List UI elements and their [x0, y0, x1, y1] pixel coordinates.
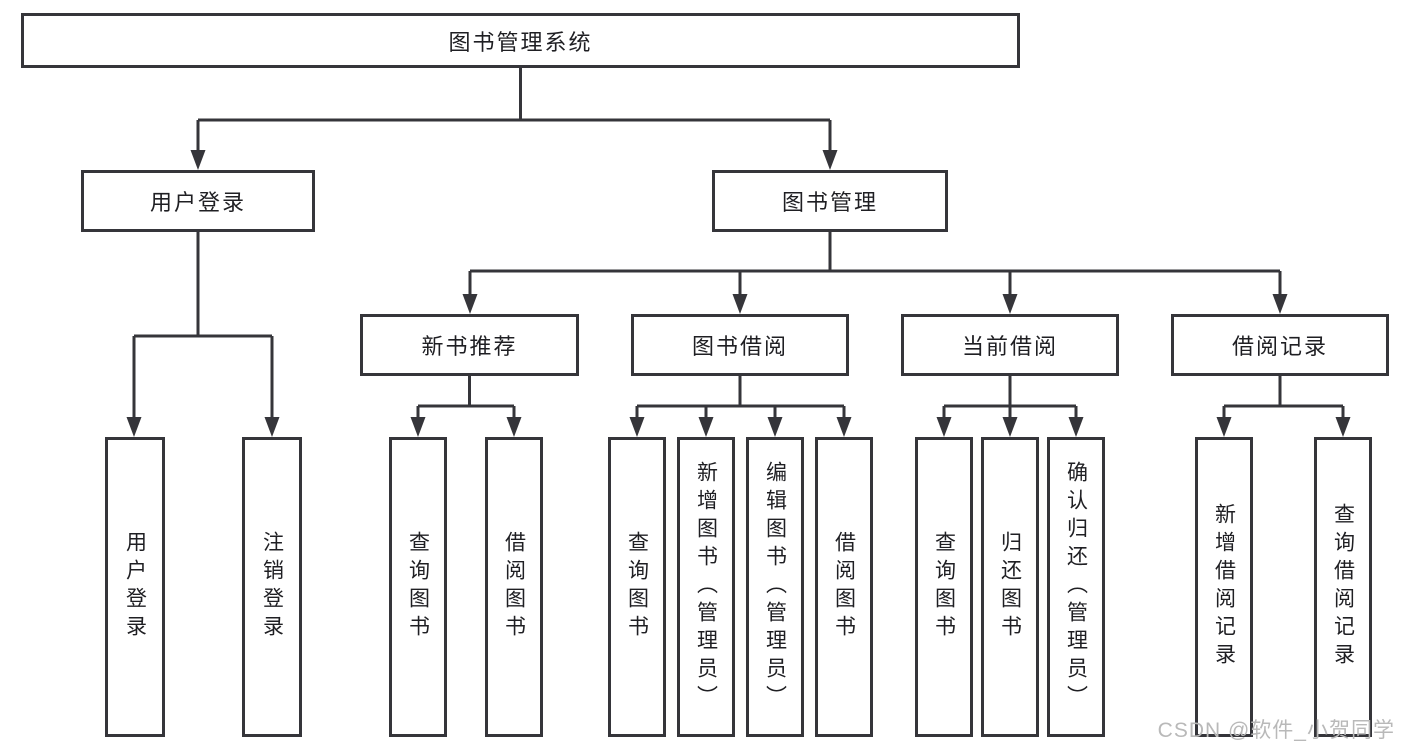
connector-book-borrow-to-leaves [629, 376, 852, 437]
arrow-down-icon [1068, 417, 1084, 437]
arrow-down-icon [190, 150, 206, 170]
arrow-down-icon [1002, 417, 1018, 437]
node-label: 图书管理系统 [448, 29, 593, 55]
node-leaf-edit-books-admin: 编辑图书（管理员） [746, 437, 804, 737]
arrow-down-icon [1216, 417, 1232, 437]
node-label: 用户登录 [123, 531, 147, 643]
arrow-down-icon [506, 417, 522, 437]
node-leaf-add-borrow-record: 新增借阅记录 [1195, 437, 1253, 737]
arrow-down-icon [698, 417, 714, 437]
arrow-down-icon [264, 417, 280, 437]
csdn-watermark: CSDN @软件_小贺同学 [1157, 719, 1395, 742]
node-label: 借阅图书 [832, 531, 856, 643]
node-current-borrow: 当前借阅 [901, 314, 1119, 376]
arrow-down-icon [629, 417, 645, 437]
arrow-down-icon [836, 417, 852, 437]
node-leaf-borrow-books-1: 借阅图书 [485, 437, 543, 737]
node-borrow-records: 借阅记录 [1171, 314, 1389, 376]
arrow-down-icon [1272, 294, 1288, 314]
node-label: 编辑图书（管理员） [763, 461, 787, 713]
connector-borrow-records-to-leaves [1216, 376, 1351, 437]
node-leaf-add-books-admin: 新增图书（管理员） [677, 437, 735, 737]
connector-new-book-rec-to-leaves [410, 376, 522, 437]
arrow-down-icon [410, 417, 426, 437]
node-book-mgmt: 图书管理 [712, 170, 948, 232]
arrow-down-icon [767, 417, 783, 437]
node-leaf-confirm-return-admin: 确认归还（管理员） [1047, 437, 1105, 737]
node-leaf-logout: 注销登录 [242, 437, 302, 737]
node-label: 归还图书 [998, 531, 1022, 643]
node-new-book-recommend: 新书推荐 [360, 314, 579, 376]
node-label: 新增借阅记录 [1212, 503, 1236, 671]
node-leaf-return-books: 归还图书 [981, 437, 1039, 737]
node-label: 借阅记录 [1231, 334, 1328, 359]
node-label: 用户登录 [149, 190, 246, 215]
arrow-down-icon [1002, 294, 1018, 314]
connector-current-borrow-to-leaves [936, 376, 1084, 437]
arrow-down-icon [732, 294, 748, 314]
arrow-down-icon [1335, 417, 1351, 437]
node-label: 新书推荐 [421, 334, 518, 359]
connector-book-mgmt-to-level3 [462, 232, 1288, 314]
node-leaf-query-books-1: 查询图书 [389, 437, 447, 737]
node-label: 图书管理 [781, 190, 878, 215]
connector-root-to-level2 [190, 68, 838, 170]
node-label: 确认归还（管理员） [1064, 461, 1088, 713]
node-leaf-query-books-2: 查询图书 [608, 437, 666, 737]
node-label: 注销登录 [260, 531, 284, 643]
node-leaf-query-borrow-record: 查询借阅记录 [1314, 437, 1372, 737]
node-label: 借阅图书 [502, 531, 526, 643]
node-label: 查询图书 [406, 531, 430, 643]
node-book-borrow: 图书借阅 [631, 314, 849, 376]
node-leaf-query-books-3: 查询图书 [915, 437, 973, 737]
arrow-down-icon [126, 417, 142, 437]
node-label: 查询图书 [932, 531, 956, 643]
connector-user-login-to-leaves [126, 232, 280, 437]
node-label: 查询借阅记录 [1331, 503, 1355, 671]
node-root: 图书管理系统 [21, 13, 1020, 68]
node-user-login: 用户登录 [81, 170, 315, 232]
node-label: 图书借阅 [691, 334, 788, 359]
node-label: 查询图书 [625, 531, 649, 643]
node-leaf-user-login: 用户登录 [105, 437, 165, 737]
arrow-down-icon [462, 294, 478, 314]
node-label: 新增图书（管理员） [694, 461, 718, 713]
node-label: 当前借阅 [961, 334, 1058, 359]
node-leaf-borrow-books-2: 借阅图书 [815, 437, 873, 737]
arrow-down-icon [822, 150, 838, 170]
arrow-down-icon [936, 417, 952, 437]
